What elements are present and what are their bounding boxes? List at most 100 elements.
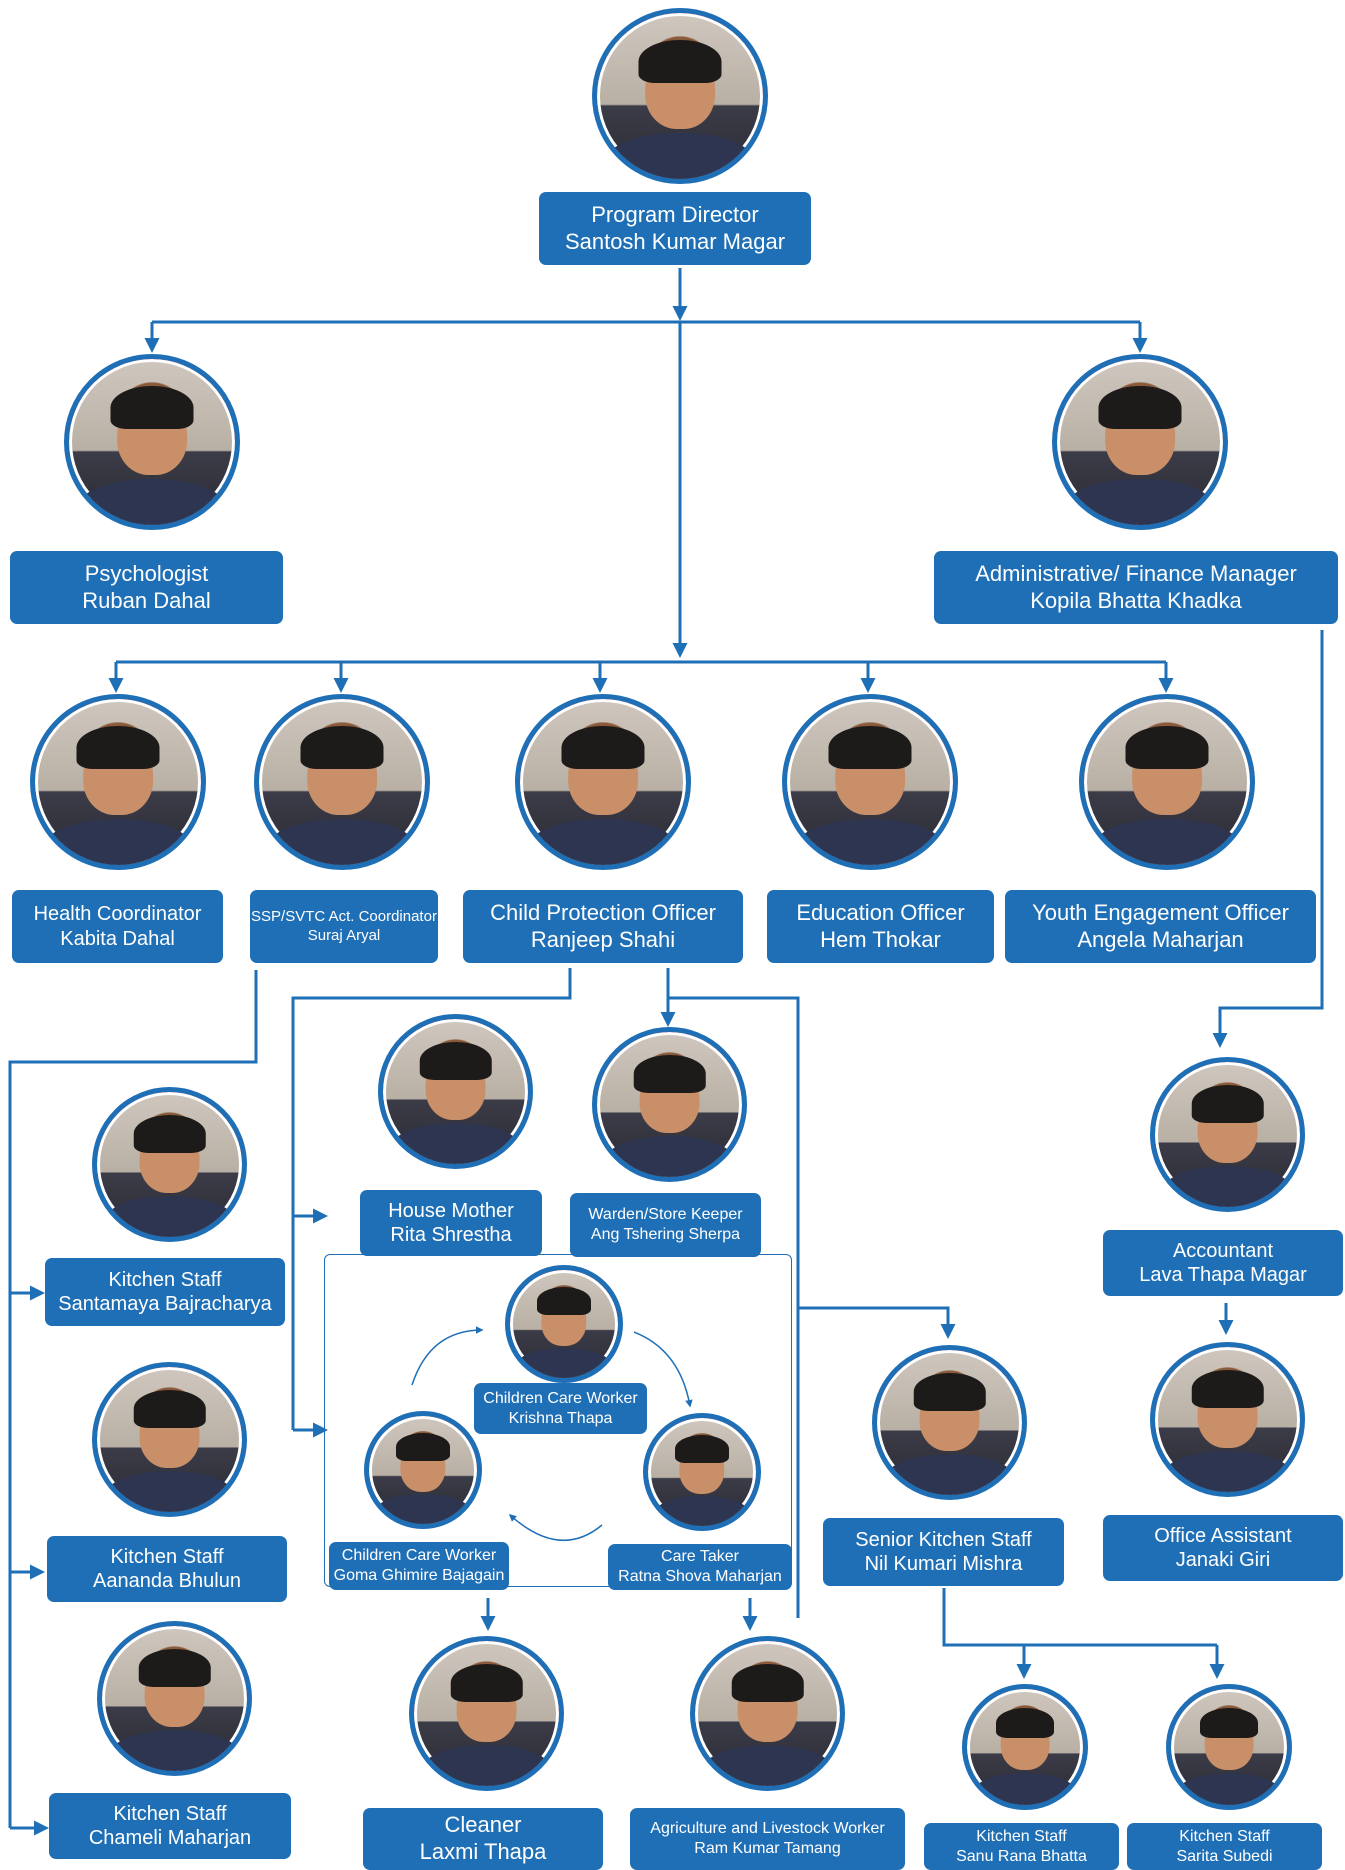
admin-finance-photo [1052, 354, 1228, 530]
cleaner-photo [409, 1636, 564, 1791]
node-name: Ratna Shova Maharjan [618, 1568, 782, 1585]
node-name: Hem Thokar [820, 926, 941, 952]
director-box: Program Director Santosh Kumar Magar [539, 192, 811, 265]
education-officer-box: Education Officer Hem Thokar [767, 890, 994, 963]
ssp-coordinator-photo [254, 694, 430, 870]
node-title: Office Assistant [1154, 1524, 1292, 1547]
node-name: Krishna Thapa [508, 1409, 613, 1427]
node-title: Kitchen Staff [108, 1268, 222, 1291]
node-name: Angela Maharjan [1077, 926, 1244, 952]
node-title: House Mother [388, 1199, 514, 1222]
node-name: Santosh Kumar Magar [564, 228, 786, 254]
admin-finance-box: Administrative/ Finance Manager Kopila B… [934, 551, 1338, 624]
kitchen-staff-sanu-photo [962, 1684, 1088, 1810]
cycle-arrow-bottom [508, 1513, 603, 1542]
senior-kitchen-staff-box: Senior Kitchen Staff Nil Kumari Mishra [823, 1518, 1064, 1586]
node-name: Laxmi Thapa [419, 1839, 547, 1864]
house-mother-box: House Mother Rita Shrestha [360, 1190, 542, 1256]
node-title: Accountant [1172, 1239, 1274, 1262]
line-right-vert [668, 996, 800, 1618]
kitchen-staff-sarita-photo [1166, 1684, 1292, 1810]
line-senior-branch [942, 1588, 1217, 1647]
node-title: SSP/SVTC Act. Coordinator [251, 908, 437, 926]
line-cpo-left [291, 968, 572, 1430]
ssp-coordinator-box: SSP/SVTC Act. Coordinator Suraj Aryal [250, 890, 438, 963]
node-name: Lava Thapa Magar [1139, 1264, 1307, 1286]
node-name: Sanu Rana Bhatta [956, 1847, 1087, 1865]
node-name: Nil Kumari Mishra [864, 1553, 1023, 1575]
care-worker-goma-photo [364, 1411, 482, 1529]
node-title: Administrative/ Finance Manager [975, 560, 1297, 586]
care-worker-goma-box: Children Care Worker Goma Ghimire Bajaga… [329, 1542, 509, 1590]
cleaner-box: Cleaner Laxmi Thapa [363, 1808, 603, 1870]
node-title: Education Officer [796, 899, 965, 925]
care-worker-group [324, 1254, 792, 1587]
accountant-photo [1150, 1057, 1305, 1212]
node-title: Psychologist [84, 560, 209, 586]
cycle-arrow-top-right [633, 1331, 693, 1408]
node-title: Cleaner [444, 1812, 522, 1838]
office-assistant-photo [1150, 1342, 1305, 1497]
care-taker-photo [643, 1413, 761, 1531]
node-title: Health Coordinator [33, 903, 202, 926]
office-assistant-box: Office Assistant Janaki Giri [1103, 1515, 1343, 1581]
node-title: Program Director [591, 201, 759, 227]
node-name: Ruban Dahal [82, 587, 211, 613]
child-protection-officer-photo [515, 694, 691, 870]
psychologist-photo [64, 354, 240, 530]
node-title: Care Taker [661, 1548, 739, 1566]
node-name: Aananda Bhulun [93, 1570, 241, 1592]
node-name: Kabita Dahal [60, 927, 175, 950]
kitchen-staff-2-box: Kitchen Staff Aananda Bhulun [47, 1536, 287, 1602]
health-coordinator-box: Health Coordinator Kabita Dahal [12, 890, 223, 963]
node-title: Children Care Worker [483, 1389, 638, 1407]
director-photo [592, 8, 768, 184]
youth-engagement-officer-photo [1079, 694, 1255, 870]
node-name: Goma Ghimire Bajagain [333, 1567, 505, 1584]
node-name: Sarita Subedi [1176, 1847, 1273, 1865]
node-name: Ram Kumar Tamang [694, 1840, 841, 1857]
node-title: Child Protection Officer [490, 899, 716, 925]
accountant-box: Accountant Lava Thapa Magar [1103, 1230, 1343, 1296]
line-admin-to-accountant [1212, 630, 1324, 1048]
care-worker-krishna-photo [505, 1265, 623, 1383]
line-to-senior-kitchen [798, 1306, 956, 1339]
node-name: Santamaya Bajracharya [58, 1293, 272, 1315]
node-name: Chameli Maharjan [88, 1827, 252, 1849]
node-title: Warden/Store Keeper [588, 1206, 743, 1224]
psychologist-box: Psychologist Ruban Dahal [10, 551, 283, 624]
warden-box: Warden/Store Keeper Ang Tshering Sherpa [570, 1193, 761, 1257]
kitchen-staff-sarita-box: Kitchen Staff Sarita Subedi [1127, 1823, 1322, 1870]
health-coordinator-photo [30, 694, 206, 870]
kitchen-staff-2-photo [92, 1362, 247, 1517]
kitchen-staff-3-photo [97, 1621, 252, 1776]
kitchen-staff-1-photo [92, 1087, 247, 1242]
youth-engagement-officer-box: Youth Engagement Officer Angela Maharjan [1005, 890, 1316, 963]
education-officer-photo [782, 694, 958, 870]
node-title: Kitchen Staff [976, 1827, 1067, 1845]
senior-kitchen-staff-photo [872, 1345, 1027, 1500]
node-title: Kitchen Staff [110, 1545, 224, 1568]
care-worker-krishna-box: Children Care Worker Krishna Thapa [474, 1383, 647, 1434]
node-title: Children Care Worker [341, 1547, 497, 1565]
node-title: Kitchen Staff [1179, 1827, 1270, 1845]
node-name: Suraj Aryal [307, 926, 381, 944]
node-title: Youth Engagement Officer [1032, 899, 1289, 925]
node-title: Kitchen Staff [113, 1802, 227, 1825]
line-ssp-branch [8, 970, 258, 1828]
node-title: Senior Kitchen Staff [855, 1528, 1032, 1551]
node-name: Rita Shrestha [390, 1224, 512, 1246]
child-protection-officer-box: Child Protection Officer Ranjeep Shahi [463, 890, 743, 963]
node-name: Kopila Bhatta Khadka [1030, 587, 1242, 613]
kitchen-staff-sanu-box: Kitchen Staff Sanu Rana Bhatta [924, 1823, 1119, 1870]
house-mother-photo [378, 1014, 533, 1169]
node-name: Janaki Giri [1175, 1549, 1271, 1571]
care-taker-box: Care Taker Ratna Shova Maharjan [608, 1544, 792, 1590]
node-name: Ang Tshering Sherpa [590, 1226, 741, 1243]
warden-photo [592, 1027, 747, 1182]
kitchen-staff-1-box: Kitchen Staff Santamaya Bajracharya [45, 1258, 285, 1326]
agriculture-worker-photo [690, 1636, 845, 1791]
cycle-arrow-top-left [411, 1326, 484, 1386]
kitchen-staff-3-box: Kitchen Staff Chameli Maharjan [49, 1793, 291, 1859]
